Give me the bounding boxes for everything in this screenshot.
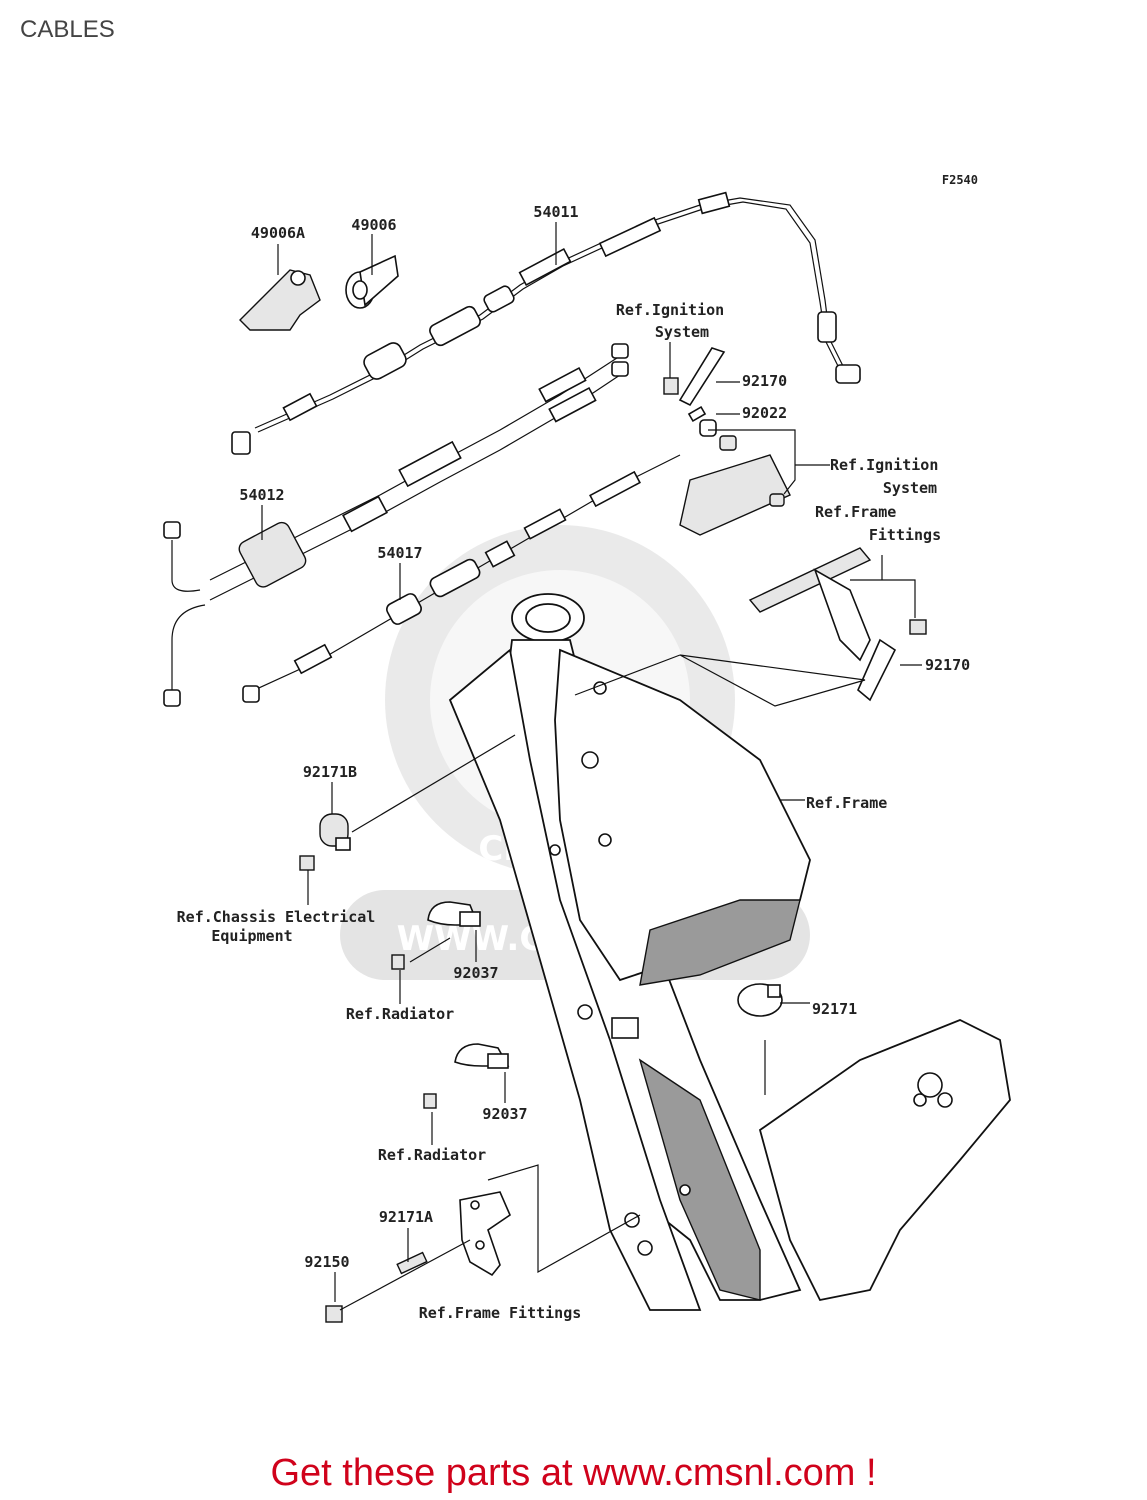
frame-hole (637, 1240, 653, 1256)
rear-pivot-hole (937, 1092, 953, 1108)
label-92022: 92022 (742, 404, 787, 422)
label-92171: 92171 (812, 1000, 857, 1018)
front-left-tube (448, 648, 702, 1311)
frame-hole (598, 833, 612, 847)
clamp-92171 (737, 983, 783, 1017)
label-ref-frame-fittings-2: Ref.Frame Fittings (419, 1304, 582, 1322)
label-ref-ignition-2b: System (883, 479, 937, 497)
frame-hole (679, 1184, 691, 1196)
label-ref-chassis-a: Ref.Chassis Electrical (177, 908, 376, 926)
label-49006A: 49006A (251, 224, 305, 242)
part-labels: F2540 49006A 49006 54011 Ref.Ignition Sy… (177, 173, 978, 1322)
rear-subframe (758, 1019, 1011, 1302)
frame-structure (448, 593, 1011, 1311)
label-92170-top: 92170 (742, 372, 787, 390)
rear-pivot-hole-2 (913, 1093, 927, 1107)
label-ref-radiator-1: Ref.Radiator (346, 1005, 454, 1023)
label-54017: 54017 (377, 544, 422, 562)
get-parts-link[interactable]: Get these parts at www.cmsnl.com ! (270, 1452, 877, 1494)
frame-hole (581, 751, 599, 769)
top-spar-shadow (639, 899, 801, 986)
bolt-92171A (396, 1251, 428, 1275)
clamp-92171B (319, 813, 351, 851)
cable-54012 (163, 343, 629, 707)
frame-hole (577, 1004, 593, 1020)
label-54011: 54011 (533, 203, 578, 221)
label-ref-chassis-b: Equipment (211, 927, 292, 945)
label-ref-frame-fittings-1b: Fittings (869, 526, 941, 544)
label-ref-ignition-2a: Ref.Ignition (830, 456, 938, 474)
bolt-92150 (325, 1305, 343, 1323)
figure-code: F2540 (942, 173, 978, 187)
cable-54017 (242, 454, 681, 703)
label-ref-ignition-1a: Ref.Ignition (616, 301, 724, 319)
throttle-grip-49006 (345, 254, 399, 309)
ignition-hardware (663, 347, 927, 702)
label-ref-radiator-2: Ref.Radiator (378, 1146, 486, 1164)
label-92037-top: 92037 (453, 964, 498, 982)
label-ref-frame-fittings-1a: Ref.Frame (815, 503, 896, 521)
clamp-92037-bottom (454, 1043, 510, 1069)
frame-hole (549, 844, 561, 856)
label-ref-frame: Ref.Frame (806, 794, 887, 812)
head-tube-bore (525, 603, 571, 633)
rear-pivot-boss (917, 1072, 943, 1098)
clamp-92037-top (427, 901, 481, 927)
down-tube-shadow (638, 1058, 761, 1301)
leader-lines (261, 222, 922, 1311)
label-54012: 54012 (239, 486, 284, 504)
bolt-chassis (299, 855, 315, 871)
cable-54011 (231, 191, 861, 455)
label-92171A: 92171A (379, 1208, 433, 1226)
cables-parts-diagram: CMS WWW.CMSNL.COM (163, 173, 1011, 1323)
bolt-radiator-2 (423, 1093, 437, 1109)
label-92170-mid: 92170 (925, 656, 970, 674)
bracket-frame-fittings (459, 1191, 511, 1277)
label-92171B: 92171B (303, 763, 357, 781)
throttle-housing-49006A (239, 269, 321, 331)
label-92037-bottom: 92037 (482, 1105, 527, 1123)
page-title: CABLES (20, 16, 115, 43)
frame-bracket (611, 1017, 639, 1039)
label-49006: 49006 (351, 216, 396, 234)
label-92150: 92150 (304, 1253, 349, 1271)
bolt-radiator-1 (391, 954, 405, 970)
label-ref-ignition-1b: System (655, 323, 709, 341)
